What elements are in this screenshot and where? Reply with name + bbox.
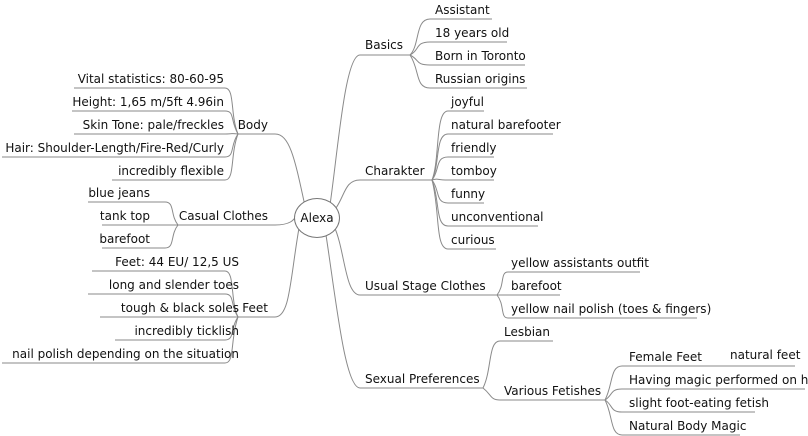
branch-charakter[interactable]: Charakter [365,164,425,178]
leaf-nail-polish-situation[interactable]: nail polish depending on the situation [12,347,239,361]
leaf-unconventional[interactable]: unconventional [451,210,544,224]
leaf-funny[interactable]: funny [451,187,486,201]
leaf-lesbian[interactable]: Lesbian [504,325,551,339]
leaf-height[interactable]: Height: 1,65 m/5ft 4.96in [72,95,224,109]
leaf-barefooter[interactable]: natural barefooter [451,118,561,132]
leaf-female-feet[interactable]: Female Feet [629,350,702,364]
branch-sexual-preferences[interactable]: Sexual Preferences [365,372,480,386]
leaf-flexible[interactable]: incredibly flexible [118,164,224,178]
leaf-soles[interactable]: tough & black soles [120,301,239,315]
leaf-tank-top[interactable]: tank top [99,209,150,223]
leaf-stage-barefoot[interactable]: barefoot [511,279,562,293]
leaf-toes[interactable]: long and slender toes [108,278,239,292]
branch-casual-clothes[interactable]: Casual Clothes [178,209,268,223]
leaf-natural-feet[interactable]: natural feet [730,348,801,362]
center-label: Alexa [300,211,334,225]
leaf-nail-polish[interactable]: yellow nail polish (toes & fingers) [511,302,712,316]
leaf-friendly[interactable]: friendly [451,141,497,155]
leaf-assistant-outfit[interactable]: yellow assistants outfit [511,256,649,270]
leaf-vital-statistics[interactable]: Vital statistics: 80-60-95 [77,72,224,86]
leaf-foot-eating[interactable]: slight foot-eating fetish [629,396,769,410]
leaf-skin-tone[interactable]: Skin Tone: pale/freckles [82,118,224,132]
center-node[interactable]: Alexa [294,198,340,238]
leaf-origins[interactable]: Russian origins [435,72,526,86]
leaf-born[interactable]: Born in Toronto [435,49,526,63]
leaf-ticklish[interactable]: incredibly ticklish [134,324,239,338]
leaf-blue-jeans[interactable]: blue jeans [88,186,150,200]
branch-stage-clothes[interactable]: Usual Stage Clothes [365,279,486,293]
branch-feet[interactable]: Feet [242,301,268,315]
leaf-curious[interactable]: curious [451,233,495,247]
leaf-feet-size[interactable]: Feet: 44 EU/ 12,5 US [115,255,239,269]
leaf-magic-performed[interactable]: Having magic performed on her [629,373,808,387]
branch-basics[interactable]: Basics [365,38,404,52]
leaf-tomboy[interactable]: tomboy [451,164,497,178]
leaf-age[interactable]: 18 years old [435,26,510,40]
branch-various-fetishes[interactable]: Various Fetishes [504,384,602,398]
leaf-assistant[interactable]: Assistant [435,3,490,17]
leaf-body-magic[interactable]: Natural Body Magic [629,419,747,433]
leaf-casual-barefoot[interactable]: barefoot [99,232,150,246]
leaf-joyful[interactable]: joyful [451,95,484,109]
leaf-hair[interactable]: Hair: Shoulder-Length/Fire-Red/Curly [5,141,224,155]
branch-body[interactable]: Body [237,118,268,132]
